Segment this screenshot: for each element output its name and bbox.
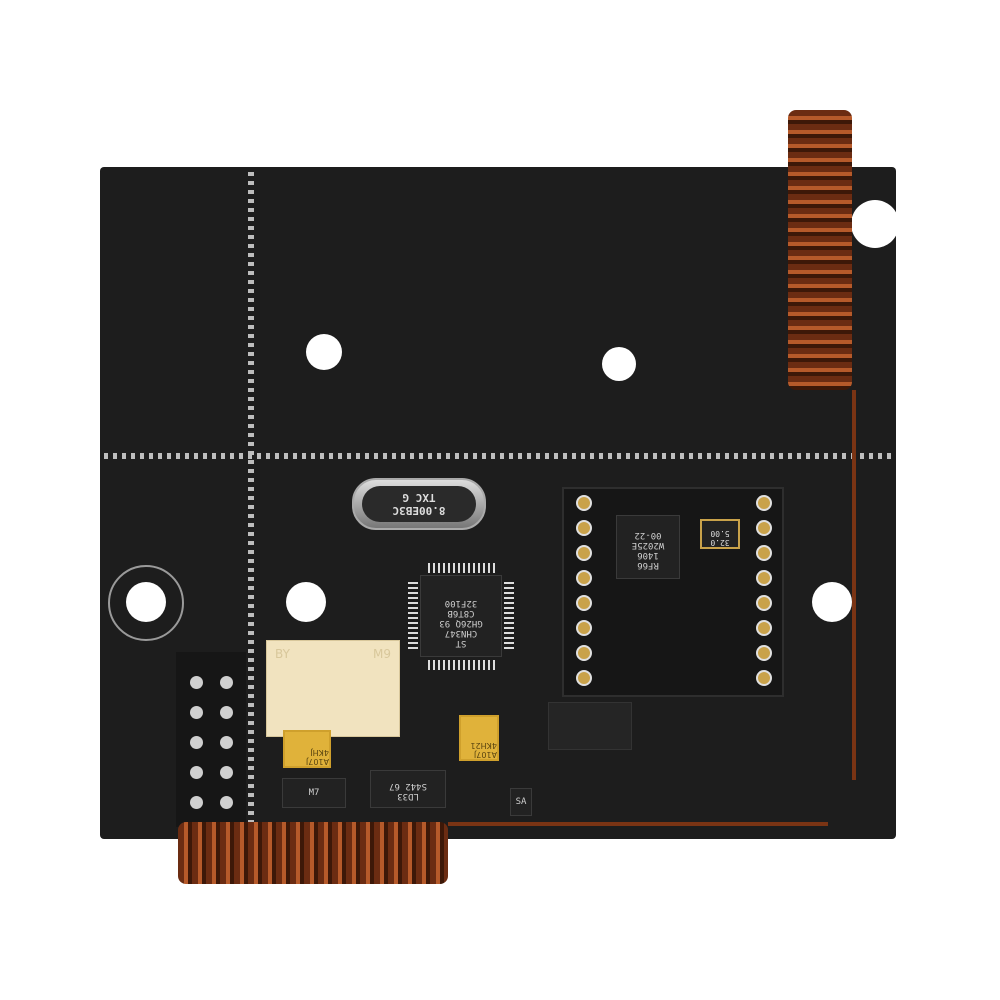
- mcu-pins-top: [428, 563, 496, 573]
- header-pin: [220, 796, 233, 809]
- header-pin: [190, 766, 203, 779]
- rf-chip-label-1: RF66: [637, 560, 659, 570]
- rf-pad: [756, 495, 772, 511]
- rf-pad: [756, 570, 772, 586]
- small-part: SA: [510, 788, 532, 816]
- regulator-label-2: S442 67: [389, 781, 427, 791]
- mount-ring: [108, 565, 184, 641]
- header-pin: [190, 736, 203, 749]
- rf-pad: [756, 645, 772, 661]
- crystal-label-2: TXC G: [402, 491, 436, 504]
- tantalum-capacitor-right: A107J 4KH21: [459, 715, 499, 761]
- mcu-label-1: 32F100: [444, 598, 478, 608]
- rf-chip-label-3: W2025E: [631, 540, 665, 550]
- mount-hole: [602, 347, 636, 381]
- rf-crystal: 32.0 5.00: [700, 519, 740, 549]
- mount-hole: [286, 582, 326, 622]
- rf-pad: [576, 570, 592, 586]
- rf-pad: [576, 495, 592, 511]
- antenna-wire-vertical: [852, 390, 856, 780]
- mcu-chip: ST CHN347 GH26Q 93 C8T6B 32F100: [420, 575, 502, 657]
- perforation-vertical: [248, 172, 254, 840]
- antenna-coil-vertical: [788, 110, 852, 390]
- mcu-label-2: C8T6B: [447, 608, 475, 618]
- header-pin: [190, 676, 203, 689]
- rf-chip-label-4: 00-22: [634, 530, 662, 540]
- regulator-label-1: LD33: [397, 791, 419, 801]
- rf-module: RF66 1406 W2025E 00-22 32.0 5.00: [562, 487, 784, 697]
- rf-chip-label-2: 1406: [637, 550, 659, 560]
- rf-pad: [576, 595, 592, 611]
- mount-hole: [851, 200, 899, 248]
- mcu-label-4: CHN347: [444, 628, 478, 638]
- rf-pad: [576, 670, 592, 686]
- rf-pad: [756, 595, 772, 611]
- connector-label-right: M9: [373, 647, 391, 661]
- connector-label-left: BY: [275, 647, 290, 661]
- voltage-regulator: LD33 S442 67: [370, 770, 446, 808]
- mcu-pins-bottom: [428, 660, 496, 670]
- rf-pad: [576, 520, 592, 536]
- antenna-coil-horizontal: [178, 822, 448, 884]
- mcu-label-3: GH26Q 93: [439, 618, 483, 628]
- mcu-brand: ST: [455, 638, 467, 648]
- mount-hole: [812, 582, 852, 622]
- header-pin: [220, 706, 233, 719]
- mount-hole: [306, 334, 342, 370]
- rf-pad: [756, 620, 772, 636]
- crystal-label-1: 8.00EB3C: [392, 504, 446, 517]
- mcu-pins-left: [408, 582, 418, 650]
- rf-pad: [576, 645, 592, 661]
- rf-pad: [576, 620, 592, 636]
- header-pin: [220, 736, 233, 749]
- antenna-wire-horizontal: [448, 822, 828, 826]
- crystal-oscillator: 8.00EB3C TXC G: [352, 478, 486, 530]
- rf-chip: RF66 1406 W2025E 00-22: [616, 515, 680, 579]
- diode: M7: [282, 778, 346, 808]
- header-pin: [220, 676, 233, 689]
- header-pin: [190, 706, 203, 719]
- mcu-pins-right: [504, 582, 514, 650]
- rf-pad: [576, 545, 592, 561]
- wire-connector: BY M9: [266, 640, 400, 737]
- pin-header: [176, 652, 246, 827]
- header-pin: [190, 796, 203, 809]
- rf-pad: [756, 670, 772, 686]
- rf-pad: [756, 520, 772, 536]
- perforation-horizontal: [104, 453, 894, 459]
- tantalum-capacitor-left: A107J 4KHJ: [283, 730, 331, 768]
- header-pin: [220, 766, 233, 779]
- blank-chip-area: [548, 702, 632, 750]
- rf-pad: [756, 545, 772, 561]
